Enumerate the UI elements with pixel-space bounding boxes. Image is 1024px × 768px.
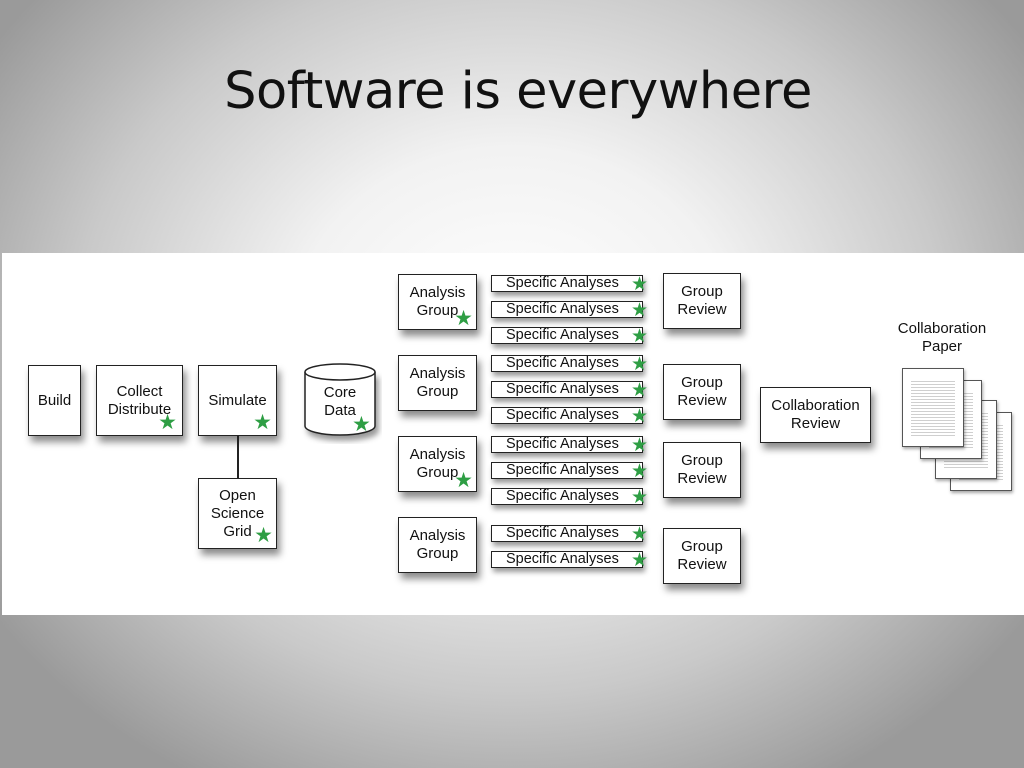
specific-analyses-box: Specific Analyses ★ bbox=[491, 487, 648, 508]
star-icon: ★ bbox=[254, 523, 273, 547]
star-icon: ★ bbox=[454, 306, 473, 330]
specific-analyses-box: Specific Analyses ★ bbox=[491, 354, 648, 375]
build-label: Build bbox=[37, 391, 72, 409]
specific-analyses-box: Specific Analyses ★ bbox=[491, 326, 648, 347]
star-icon: ★ bbox=[630, 460, 648, 482]
group-review-label: Group Review bbox=[677, 452, 727, 487]
specific-analyses-box: Specific Analyses ★ bbox=[491, 524, 648, 545]
specific-analyses-box: Specific Analyses ★ bbox=[491, 380, 648, 401]
specific-analyses-label: Specific Analyses bbox=[506, 301, 619, 317]
specific-analyses-label: Specific Analyses bbox=[506, 436, 619, 452]
analysis-group-box: Analysis Group ★ bbox=[398, 274, 477, 330]
star-icon: ★ bbox=[352, 412, 371, 436]
specific-analyses-label: Specific Analyses bbox=[506, 407, 619, 423]
specific-analyses-label: Specific Analyses bbox=[506, 488, 619, 504]
star-icon: ★ bbox=[630, 325, 648, 347]
specific-analyses-box: Specific Analyses ★ bbox=[491, 300, 648, 321]
star-icon: ★ bbox=[630, 434, 648, 456]
specific-analyses-label: Specific Analyses bbox=[506, 525, 619, 541]
collaboration-review-box: Collaboration Review bbox=[760, 387, 871, 443]
specific-analyses-label: Specific Analyses bbox=[506, 381, 619, 397]
collect-distribute-label: Collect Distribute bbox=[107, 382, 172, 418]
build-box: Build bbox=[28, 365, 81, 436]
analysis-group-box: Analysis Group bbox=[398, 355, 477, 411]
group-review-label: Group Review bbox=[677, 538, 727, 573]
star-icon: ★ bbox=[253, 410, 272, 434]
group-review-label: Group Review bbox=[677, 283, 727, 318]
specific-analyses-box: Specific Analyses ★ bbox=[491, 550, 648, 571]
slide-title: Software is everywhere bbox=[224, 62, 812, 121]
analysis-group-label: Analysis Group bbox=[409, 365, 466, 400]
specific-analyses-label: Specific Analyses bbox=[506, 355, 619, 371]
specific-analyses-label: Specific Analyses bbox=[506, 551, 619, 567]
group-review-box: Group Review bbox=[663, 364, 741, 420]
group-review-box: Group Review bbox=[663, 273, 741, 329]
paper-sheet bbox=[902, 368, 964, 447]
analysis-group-label: Analysis Group bbox=[409, 446, 466, 481]
simulate-osg-connector bbox=[237, 436, 239, 478]
star-icon: ★ bbox=[630, 299, 648, 321]
open-science-grid-box: Open Science Grid ★ bbox=[198, 478, 277, 549]
star-icon: ★ bbox=[630, 353, 648, 375]
simulate-label: Simulate bbox=[208, 391, 267, 409]
core-data-label: Core Data bbox=[323, 384, 357, 419]
core-data-cylinder-icon bbox=[304, 363, 376, 436]
group-review-box: Group Review bbox=[663, 528, 741, 584]
collaboration-paper-label: Collaboration Paper bbox=[897, 320, 987, 355]
specific-analyses-box: Specific Analyses ★ bbox=[491, 435, 648, 456]
star-icon: ★ bbox=[158, 410, 177, 434]
star-icon: ★ bbox=[630, 379, 648, 401]
specific-analyses-box: Specific Analyses ★ bbox=[491, 406, 648, 427]
simulate-box: Simulate ★ bbox=[198, 365, 277, 436]
star-icon: ★ bbox=[454, 468, 473, 492]
specific-analyses-box: Specific Analyses ★ bbox=[491, 461, 648, 482]
analysis-group-label: Analysis Group bbox=[409, 284, 466, 319]
analysis-group-box: Analysis Group bbox=[398, 517, 477, 573]
group-review-label: Group Review bbox=[677, 374, 727, 409]
star-icon: ★ bbox=[630, 486, 648, 508]
analysis-group-label: Analysis Group bbox=[409, 527, 466, 562]
specific-analyses-label: Specific Analyses bbox=[506, 275, 619, 291]
star-icon: ★ bbox=[630, 549, 648, 571]
group-review-box: Group Review bbox=[663, 442, 741, 498]
star-icon: ★ bbox=[630, 523, 648, 545]
star-icon: ★ bbox=[630, 273, 648, 295]
star-icon: ★ bbox=[630, 405, 648, 427]
collect-distribute-box: Collect Distribute ★ bbox=[96, 365, 183, 436]
specific-analyses-label: Specific Analyses bbox=[506, 462, 619, 478]
specific-analyses-label: Specific Analyses bbox=[506, 327, 619, 343]
open-science-grid-label: Open Science Grid bbox=[210, 486, 265, 540]
analysis-group-box: Analysis Group ★ bbox=[398, 436, 477, 492]
specific-analyses-box: Specific Analyses ★ bbox=[491, 274, 648, 295]
collaboration-review-label: Collaboration Review bbox=[771, 397, 860, 432]
